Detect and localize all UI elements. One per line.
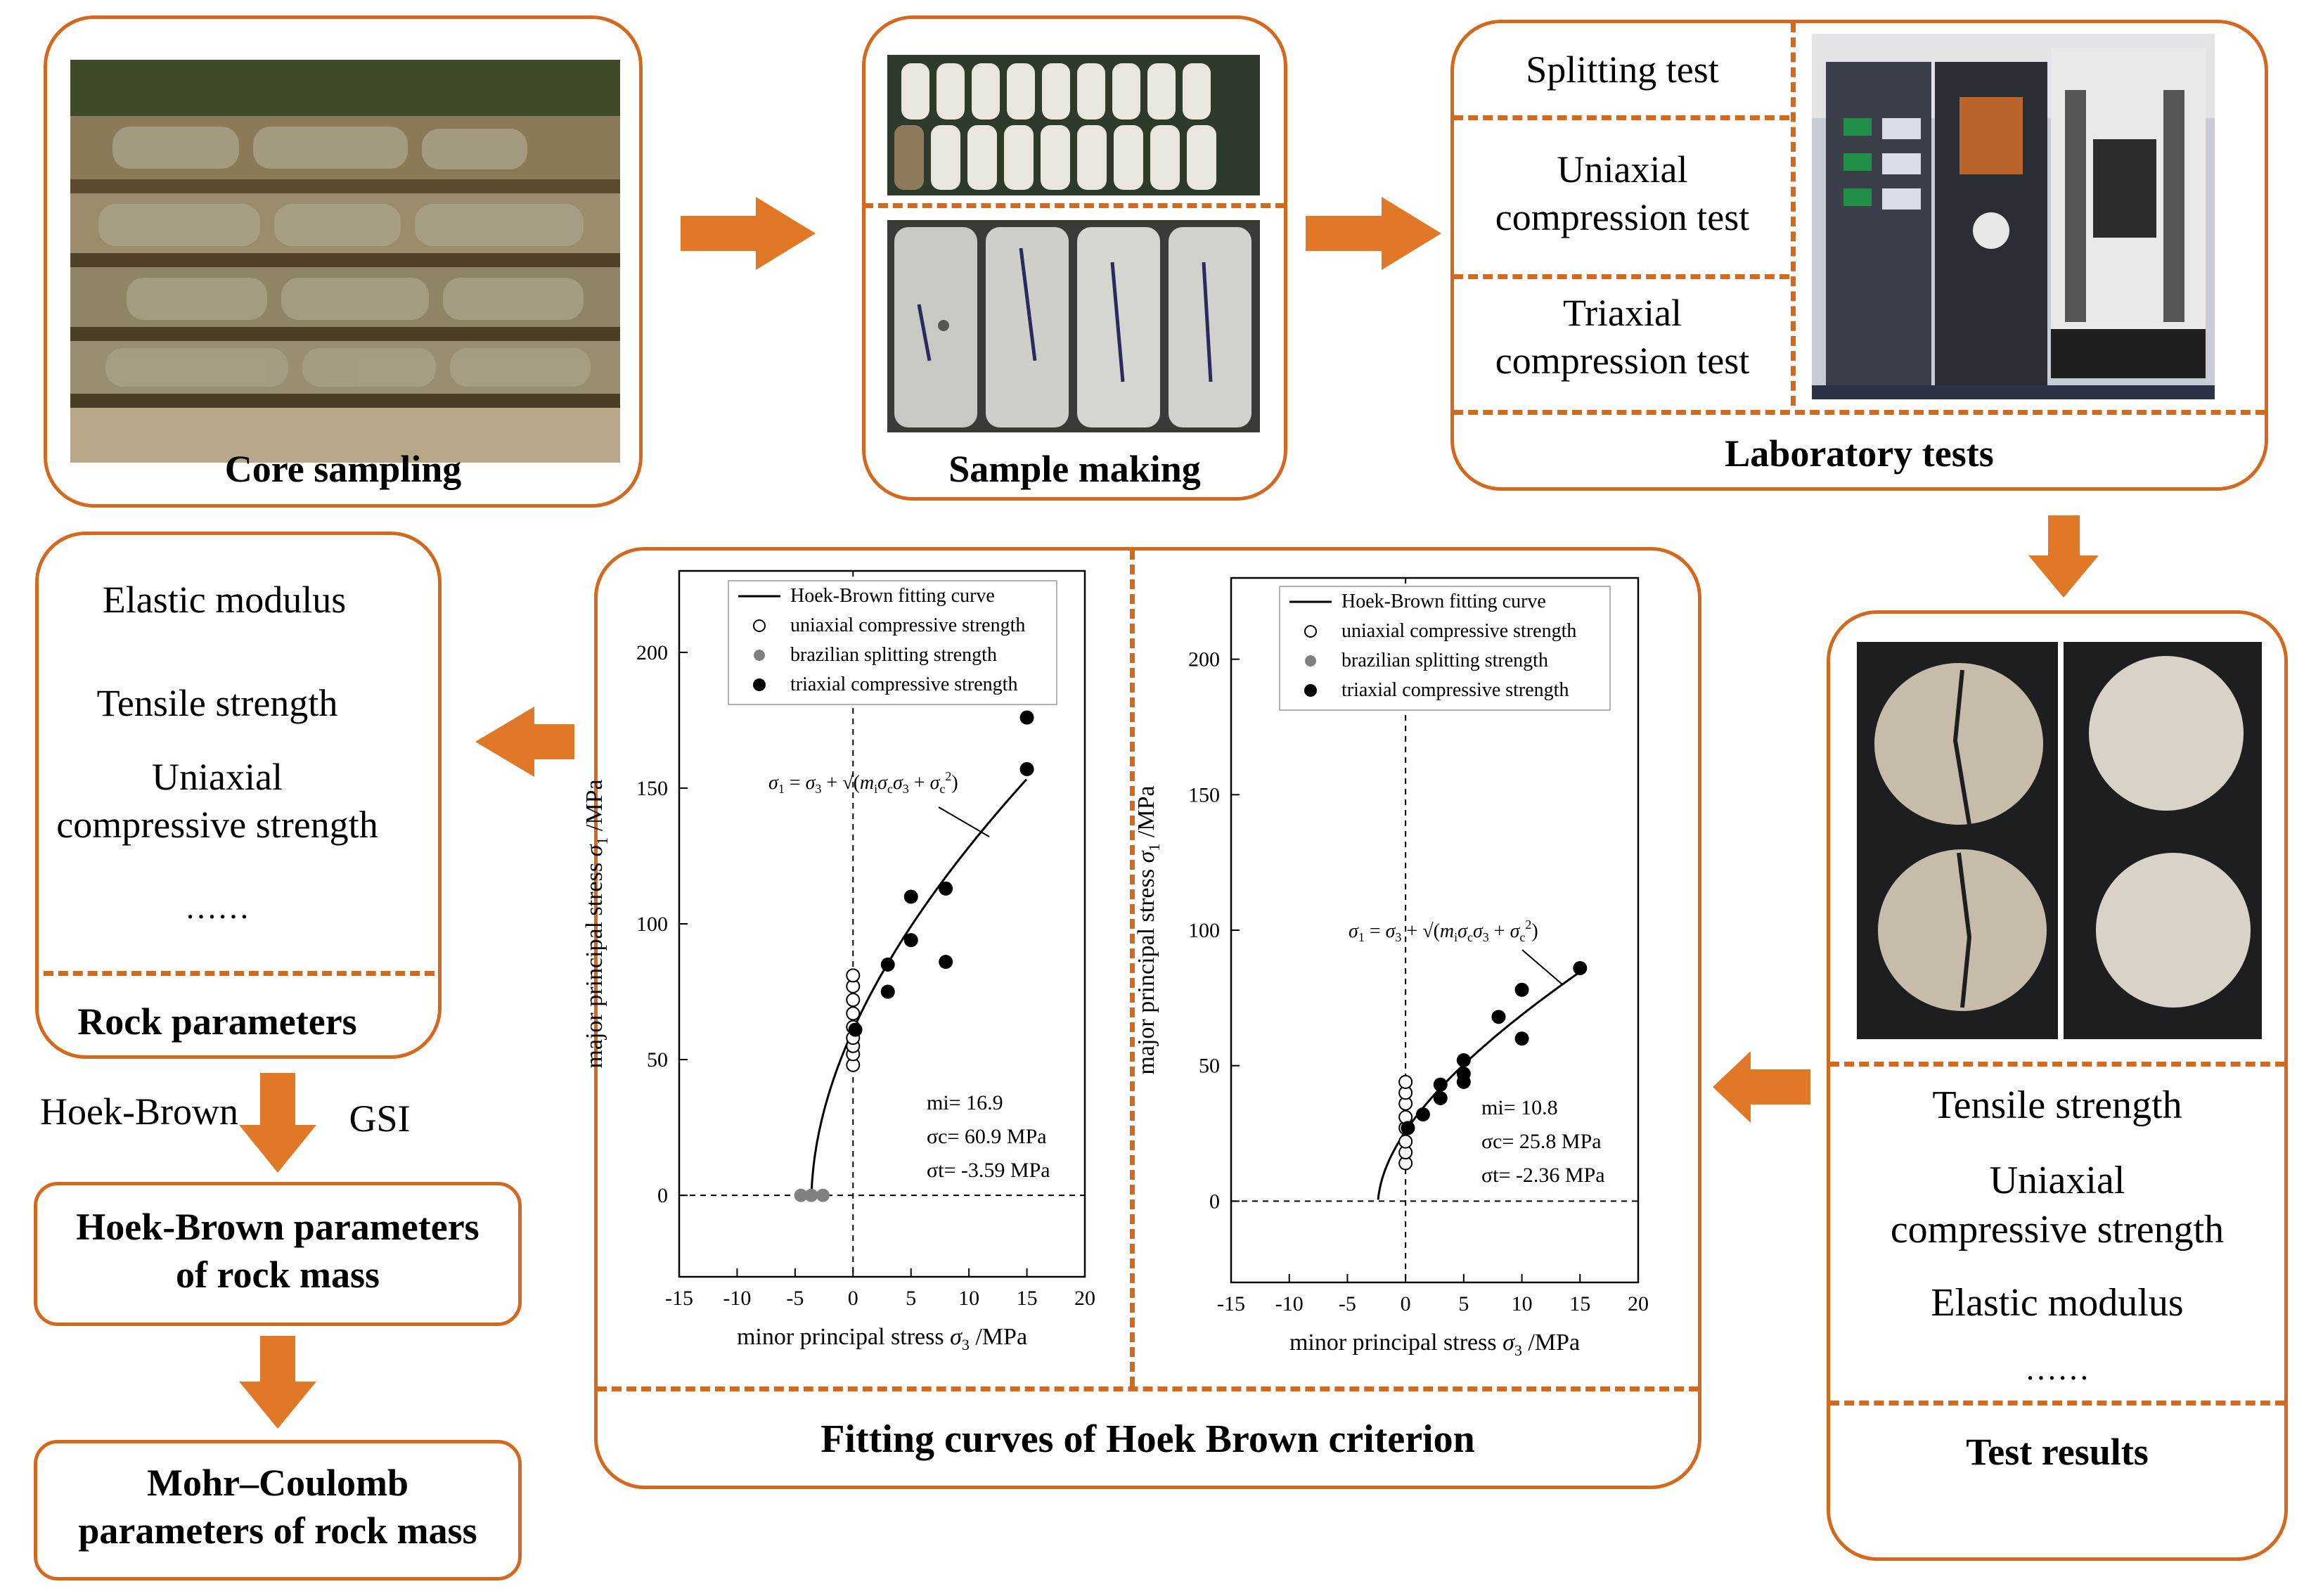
arrow-fitting-to-rock [475,707,574,777]
mc-rock-mass-label: Mohr–Coulomb parameters of rock mass [78,1462,477,1552]
rock-parameters-tensile-strength: Tensile strength [96,682,338,724]
test-results-divider-1 [1829,1062,2285,1067]
triaxial-compression-test-label: Triaxial compression test [1495,292,1750,382]
arrow-results-to-fitting [1713,1051,1810,1123]
labeled-specimens-photo [887,220,1260,432]
lab-tests-divider-1 [1453,115,1789,120]
broken-specimens-photo [1857,642,2262,1039]
rock-parameters-elastic-modulus: Elastic modulus [102,579,347,621]
arrow-core-to-sample [681,197,816,270]
test-results-label: Test results [1966,1431,2149,1473]
test-results-tensile-strength: Tensile strength [1932,1083,2182,1127]
hb-rock-mass-label: Hoek-Brown parameters of rock mass [76,1206,480,1296]
test-machine-photo [1812,34,2215,399]
test-results-divider-2 [1829,1401,2285,1405]
mc-rock-mass-box [34,1440,522,1581]
rock-parameters-divider [44,971,435,976]
lab-tests-divider-3 [1453,410,2265,415]
lab-tests-vertical-divider [1791,22,1796,406]
arrow-lab-to-results [2028,515,2099,598]
uniaxial-compression-test-label: Uniaxial compression test [1495,148,1750,238]
gsi-label: GSI [349,1098,411,1140]
laboratory-tests-label: Laboratory tests [1725,432,1994,475]
test-results-uniaxial-strength: Uniaxial compressive strength [1890,1159,2225,1251]
test-results-elastic-modulus: Elastic modulus [1931,1281,2184,1325]
lab-tests-divider-2 [1453,274,1789,279]
drill-core-photo [70,60,620,463]
sample-making-label: Sample making [948,448,1201,490]
arrow-hb-to-mc [239,1336,316,1429]
sample-making-divider [863,203,1285,208]
fitting-vertical-divider [1130,550,1135,1386]
fitting-divider [597,1386,1699,1391]
rock-parameters-ellipsis: …… [185,889,250,925]
hb-rock-mass-box [34,1182,522,1326]
splitting-test-label: Splitting test [1526,49,1719,91]
fitting-curves-label: Fitting curves of Hoek Brown criterion [820,1417,1475,1461]
fitting-curves-box [594,547,1701,1489]
core-sampling-label: Core sampling [224,448,462,490]
rock-parameters-label: Rock parameters [77,1000,357,1043]
rock-parameters-uniaxial-strength: Uniaxial compressive strength [56,756,378,846]
hoek-brown-label: Hoek-Brown [40,1090,238,1133]
test-results-ellipsis: …… [2025,1351,2090,1386]
cylindrical-specimens-photo [887,55,1260,195]
arrow-sample-to-lab [1306,197,1441,270]
